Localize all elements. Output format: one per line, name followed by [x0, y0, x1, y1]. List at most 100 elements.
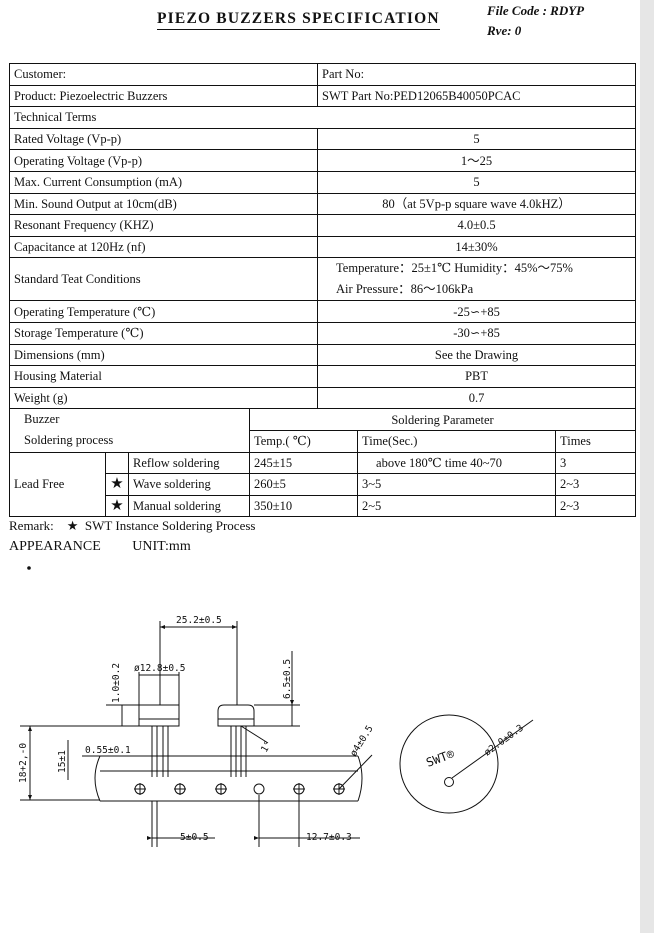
document-title: PIEZO BUZZERS SPECIFICATION	[157, 10, 440, 30]
dimension-drawing: 25.2±0.5 ø12.8±0.5 1.0±0.2 6.5±0.5 0.55±…	[18, 566, 534, 847]
file-code: File Code : RDYP	[487, 3, 585, 18]
unit-label: UNIT:mm	[132, 539, 191, 554]
temp-column-header: Temp.( ℃)	[248, 429, 359, 453]
spec-row-label: Resonant Frequency (KHZ)	[8, 214, 319, 237]
buzzer-body-left	[138, 704, 180, 777]
weight-label: Weight (g)	[8, 386, 319, 410]
soldering-time: 2~5	[357, 494, 557, 518]
soldering-temp: 350±10	[248, 494, 359, 518]
spec-row-label: Operating Temperature (℃)	[8, 300, 319, 323]
soldering-time: 3~5	[357, 473, 557, 496]
spec-row: Storage Temperature (℃) -30∽+85	[8, 321, 637, 345]
spec-row-value: 80（at 5Vp-p square wave 4.0kHZ）	[317, 192, 637, 216]
test-conditions-row: Standard Teat Conditions Temperature：25±…	[8, 257, 637, 302]
top-view-circle	[399, 714, 499, 814]
spec-row-label: Rated Voltage (Vp-p)	[8, 127, 319, 151]
technical-terms-heading: Technical Terms	[8, 106, 637, 129]
spec-row-value: 5	[317, 170, 637, 194]
remark-label: Remark:	[9, 518, 54, 533]
remark-text: SWT Instance Soldering Process	[84, 518, 256, 533]
appearance-line: APPEARANCE UNIT:mm	[9, 539, 219, 555]
spec-row-value: 14±30%	[317, 235, 637, 259]
dim-height-right: 6.5±0.5	[282, 659, 293, 699]
tape-left-break	[94, 755, 101, 802]
soldering-method: Manual soldering	[128, 494, 250, 518]
specification-table: Customer: Part No: Product: Piezoelectri…	[8, 63, 637, 518]
dim-vent: ø2.0±0.3	[482, 723, 525, 759]
soldering-method: Wave soldering	[128, 473, 250, 496]
star-icon: ★	[105, 473, 129, 496]
soldering-time: above 180℃ time 40~70	[357, 451, 557, 475]
test-conditions-value: Temperature：25±1℃ Humidity：45%～75% Air P…	[317, 257, 637, 302]
dim-line-angle	[240, 725, 269, 744]
soldering-process-label: Soldering process	[24, 433, 114, 448]
housing-value: PBT	[317, 365, 637, 388]
spec-row-label: Operating Voltage (Vp-p)	[8, 149, 319, 172]
test-conditions-line1: Temperature：25±1℃ Humidity：45%～75%	[336, 261, 573, 276]
spec-row: Min. Sound Output at 10cm(dB) 80（at 5Vp-…	[8, 192, 637, 216]
soldering-header-row: Buzzer Soldering process Soldering Param…	[9, 408, 637, 453]
soldering-parameter-heading: Soldering Parameter	[248, 408, 637, 431]
dim-line-vent	[451, 719, 534, 779]
soldering-times: 2~3	[555, 494, 637, 518]
star-icon: ★	[105, 494, 129, 518]
spec-row-label: Capacitance at 120Hz (nf)	[8, 235, 319, 259]
spec-row-value: -25∽+85	[317, 300, 637, 323]
spec-row-label: Dimensions (mm)	[8, 343, 319, 367]
spec-row-label: Min. Sound Output at 10cm(dB)	[8, 192, 319, 216]
dim-pin-pitch: 5±0.5	[180, 832, 209, 843]
housing-label: Housing Material	[8, 365, 319, 388]
spec-row: Operating Temperature (℃) -25∽+85	[8, 300, 637, 323]
test-conditions-line2: Air Pressure：86～106kPa	[336, 282, 474, 297]
buzzer-body-right	[217, 704, 255, 777]
dim-body-seat: 15±1	[57, 750, 68, 773]
soldering-temp: 260±5	[248, 473, 359, 496]
dim-hole-pitch: 12.7±0.3	[306, 832, 352, 843]
bullet-mark	[27, 566, 31, 570]
soldering-times: 3	[555, 451, 637, 475]
dim-pitch-total: 25.2±0.5	[176, 615, 222, 626]
star-marker	[105, 451, 129, 475]
dim-height-top: 1.0±0.2	[111, 663, 122, 703]
spec-row-value: 5	[317, 127, 637, 151]
dim-lead: 0.55±0.1	[85, 745, 131, 756]
right-margin-bar	[640, 0, 654, 933]
vent-hole	[444, 777, 454, 787]
spec-row: Dimensions (mm) See the Drawing	[8, 343, 637, 367]
spec-row-value: See the Drawing	[317, 343, 637, 367]
swt-part-number: SWT Part No:PED12065B40050PCAC	[317, 84, 637, 108]
technical-terms-row: Technical Terms	[8, 106, 637, 129]
part-no-label: Part No:	[317, 63, 637, 86]
dim-line-hole	[338, 754, 373, 790]
dim-diameter: ø12.8±0.5	[134, 663, 185, 674]
spec-row-value: 1～25	[317, 149, 637, 172]
spec-row: Capacitance at 120Hz (nf) 14±30%	[8, 235, 637, 259]
weight-value: 0.7	[317, 386, 637, 410]
spec-row-label: Max. Current Consumption (mA)	[8, 170, 319, 194]
soldering-method: Reflow soldering	[128, 451, 250, 475]
test-conditions-label: Standard Teat Conditions	[8, 257, 319, 302]
star-icon: ★	[66, 518, 79, 533]
spec-row: Max. Current Consumption (mA) 5	[8, 170, 637, 194]
spec-row-label: Storage Temperature (℃)	[8, 321, 319, 345]
spec-row: Operating Voltage (Vp-p) 1～25	[8, 149, 637, 172]
weight-row: Weight (g) 0.7	[8, 386, 637, 410]
spec-row-value: 4.0±0.5	[317, 214, 637, 237]
dim-angle: 1°	[259, 739, 274, 754]
tape-right-break	[357, 755, 363, 802]
spec-row-value: -30∽+85	[317, 321, 637, 345]
remark-line: Remark: ★ SWT Instance Soldering Process	[9, 518, 255, 534]
dim-tape-height: 18+2,-0	[18, 743, 29, 783]
dim-hole: ø4±0.5	[348, 724, 376, 759]
lead-free-label: Lead Free	[9, 451, 106, 518]
buzzer-label: Buzzer	[24, 412, 60, 427]
time-column-header: Time(Sec.)	[357, 429, 557, 453]
spec-row: Resonant Frequency (KHZ) 4.0±0.5	[8, 214, 637, 237]
product-label: Product: Piezoelectric Buzzers	[8, 84, 319, 108]
product-row: Product: Piezoelectric Buzzers SWT Part …	[8, 84, 637, 108]
soldering-row: ★ Manual soldering 350±10 2~5 2~3	[10, 494, 637, 518]
top-marking: SWT®	[424, 747, 457, 770]
housing-row: Housing Material PBT	[8, 365, 637, 388]
soldering-row: Lead Free Reflow soldering 245±15 above …	[9, 451, 637, 518]
spec-row: Rated Voltage (Vp-p) 5	[8, 127, 637, 151]
